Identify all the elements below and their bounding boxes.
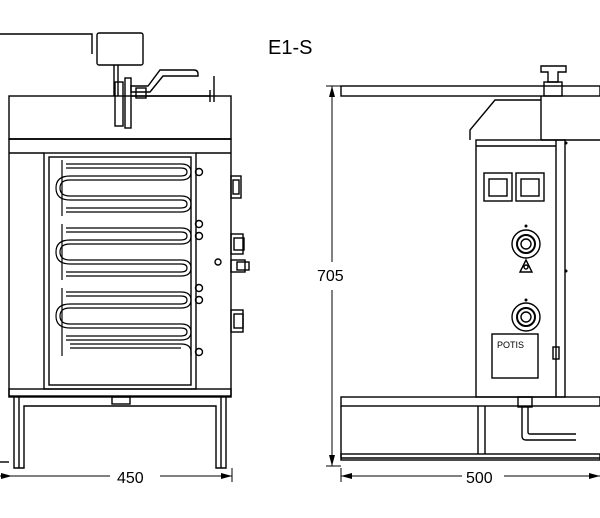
front-body: [8, 138, 232, 397]
switch-1: [483, 172, 513, 202]
potis-label: POTIS: [497, 340, 524, 350]
front-view: [0, 32, 250, 469]
thermostat-dial-1: [511, 229, 541, 273]
connector-studs: [194, 167, 204, 357]
heating-elements: [55, 160, 192, 356]
side-view: [340, 65, 600, 461]
control-box: [96, 32, 144, 66]
depth-dimension-label: 500: [466, 470, 493, 487]
potis-panel: [491, 333, 539, 379]
width-dimension-label: 450: [117, 470, 144, 487]
height-dimension-label: 705: [317, 268, 344, 285]
drawing-title: E1-S: [268, 37, 312, 59]
dimension-lines: [0, 85, 600, 482]
thermostat-dial-2: [511, 302, 541, 332]
switch-2: [515, 172, 545, 202]
front-legs: [0, 397, 227, 469]
